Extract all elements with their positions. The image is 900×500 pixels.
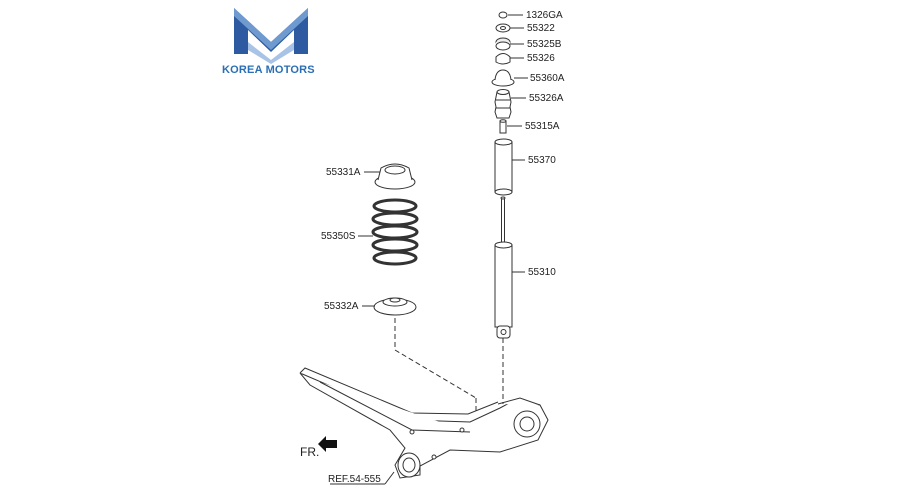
part-label: 55310 — [528, 267, 556, 278]
part-label: 55350S — [321, 231, 356, 242]
part-label: 55325B — [527, 39, 562, 50]
rear-axle-beam-icon — [299, 367, 549, 479]
part-label: 55322 — [527, 23, 555, 34]
part-mount-icon — [491, 69, 515, 87]
front-direction-label: FR. — [300, 445, 319, 459]
korea-motors-logo — [226, 2, 316, 82]
part-label: 55331A — [326, 167, 361, 178]
part-upper-spring-pad-icon — [374, 163, 416, 190]
part-label: 55315A — [525, 121, 560, 132]
part-label: 55326 — [527, 53, 555, 64]
part-washer-icon — [495, 23, 511, 33]
part-bushing-lower-icon — [495, 53, 511, 65]
front-arrow-icon — [318, 436, 337, 452]
part-label: 1326GA — [526, 10, 563, 21]
part-dust-cover-icon — [494, 138, 513, 196]
part-bump-stopper-icon — [494, 89, 512, 119]
part-coil-spring-icon — [371, 198, 419, 266]
part-label: 55332A — [324, 301, 359, 312]
brand-name: KOREA MOTORS — [222, 64, 315, 76]
reference-label: REF.54-555 — [328, 474, 381, 485]
part-nut-icon — [498, 11, 508, 19]
leader-lines — [330, 14, 528, 485]
part-shock-absorber-icon — [494, 196, 513, 339]
part-label: 55360A — [530, 73, 565, 84]
part-label: 55370 — [528, 155, 556, 166]
part-spacer-icon — [499, 119, 507, 134]
part-lower-spring-pad-icon — [373, 297, 417, 316]
part-label: 55326A — [529, 93, 564, 104]
assembly-guide-lines — [394, 318, 504, 412]
part-bushing-upper-icon — [495, 37, 511, 51]
